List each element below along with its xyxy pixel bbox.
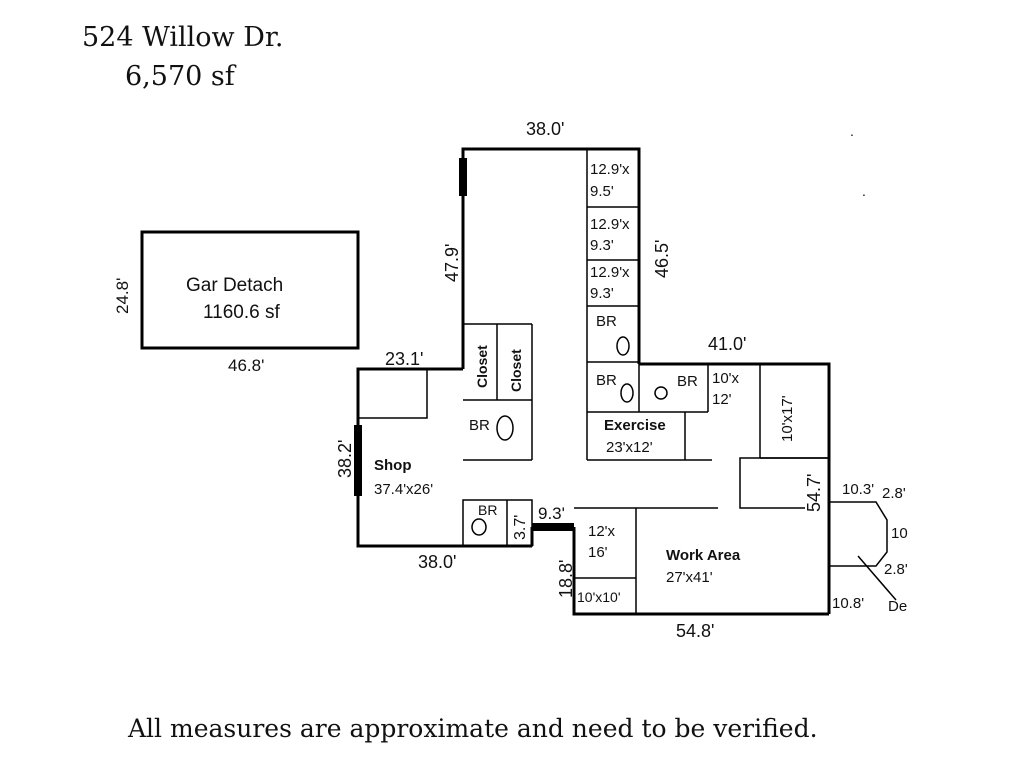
room-10x12-a: 10'x [712, 370, 740, 387]
bedroom-label: BR [596, 313, 617, 330]
stray-mark: . [850, 123, 854, 139]
fixture-oval [496, 415, 514, 441]
interior-walls [358, 149, 897, 614]
work-area-dim: 27'x41' [666, 569, 713, 586]
area-subtitle: 6,570 sf [125, 61, 237, 92]
closet-label: Closet [474, 345, 490, 388]
exercise-name: Exercise [604, 417, 666, 434]
garage-name: Gar Detach [186, 275, 283, 296]
room3-dim-a: 12.9'x [590, 264, 630, 281]
room1-dim-a: 12.9'x [590, 161, 630, 178]
fixture-oval [620, 383, 634, 403]
room-12x16-a: 12'x [588, 523, 616, 540]
dim-top: 38.0' [526, 119, 564, 139]
exercise-dim: 23'x12' [606, 439, 653, 456]
main-building-walls [356, 147, 831, 616]
room3-dim-b: 9.3' [590, 285, 614, 302]
closet-label: Closet [508, 349, 524, 392]
fixture-oval [654, 386, 668, 400]
room-12x16-b: 16' [588, 544, 608, 561]
dim-bay-a: 2.8' [882, 485, 906, 502]
dim-bay-mid: 10 [891, 525, 908, 542]
fixture-oval [616, 336, 630, 356]
room2-dim-a: 12.9'x [590, 216, 630, 233]
dim-bottom: 54.8' [676, 621, 714, 641]
dim-shop-top: 23.1' [385, 349, 423, 369]
dim-work-left: 18.8' [556, 560, 576, 598]
dim-bay-bottom: 10.8' [832, 595, 864, 612]
room-10x12-b: 12' [712, 391, 732, 408]
room-10x10: 10'x10' [577, 589, 621, 605]
dim-br-small: 3.7' [512, 515, 529, 540]
shop-dim: 37.4'x26' [374, 481, 433, 498]
dim-shop-bottom: 38.0' [418, 552, 456, 572]
dim-bay-b: 2.8' [884, 561, 908, 578]
dim-right-wing-top: 41.0' [708, 334, 746, 354]
room2-dim-b: 9.3' [590, 237, 614, 254]
dim-right-tall: 46.5' [652, 240, 672, 278]
address-title: 524 Willow Dr. [82, 22, 283, 53]
fixture-oval [471, 518, 487, 536]
dim-shop-left: 38.2' [335, 440, 355, 478]
dim-right-side: 54.7' [804, 474, 824, 512]
shop-name: Shop [374, 457, 412, 474]
room-10x17: 10'x17' [779, 395, 796, 442]
room1-dim-b: 9.5' [590, 183, 614, 200]
stray-mark: . [862, 183, 866, 199]
dim-left-tall: 47.9' [442, 244, 462, 282]
dim-bay-top: 10.3' [842, 481, 874, 498]
disclaimer-note: All measures are approximate and need to… [127, 714, 818, 743]
garage-dim-bottom: 46.8' [228, 356, 264, 375]
bedroom-label: BR [677, 373, 698, 390]
garage-area: 1160.6 sf [203, 302, 280, 323]
bedroom-label: BR [469, 417, 490, 434]
work-area-name: Work Area [666, 547, 741, 564]
bedroom-label: BR [478, 502, 497, 518]
deck-label: De [888, 598, 907, 615]
dim-connector: 9.3' [538, 504, 565, 523]
bedroom-label: BR [596, 372, 617, 389]
garage-dim-side: 24.8' [113, 278, 132, 314]
garage-outline [140, 230, 360, 350]
